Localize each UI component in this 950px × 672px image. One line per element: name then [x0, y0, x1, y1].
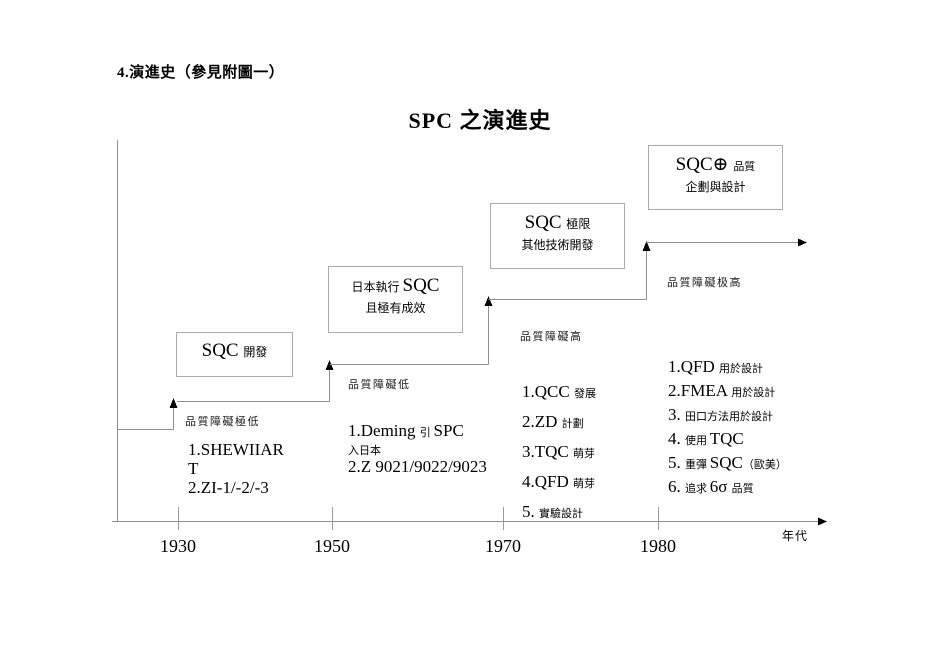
stage-1970-list: 1.QCC 發展 2.ZD 計劃 3.TQC 萌芽 4.QFD 萌芽 5. 實驗設計 — [522, 378, 596, 528]
barrier-label-1930: 品質障礙極低 — [185, 416, 260, 428]
text-line: 2.ZI-1/-2/-3 — [188, 478, 269, 497]
stage-1980-list: 1.QFD 用於設計 2.FMEA 用於設計 3. 田口方法用於設計 4. 使用 TQ… — [668, 356, 787, 500]
year-label-1950: 1950 — [314, 536, 350, 556]
year-label-1970: 1970 — [485, 536, 521, 556]
text-line: 1.Deming 引 SPC — [348, 421, 464, 440]
text-line: 3. 田口方法用於設計 — [668, 405, 773, 424]
text-line: 日本執行 SQC — [351, 275, 440, 296]
barrier-label-1970: 品質障礙高 — [520, 331, 583, 343]
axis-unit-label: 年代 — [782, 529, 809, 543]
barrier-label-1980: 品質障礙极高 — [667, 277, 742, 289]
text-line: T — [188, 459, 199, 478]
text-line: 5. 重彈 SQC（歐美） — [668, 453, 787, 472]
text-line: 6. 追求 6σ 品質 — [668, 477, 754, 496]
text-line: 2.Z 9021/9022/9023 — [348, 457, 487, 477]
text-line: 5. 實驗設計 — [522, 502, 583, 521]
text-line: 1.QCC 發展 — [522, 382, 596, 401]
text-line: 2.FMEA 用於設計 — [668, 381, 776, 400]
year-ticks — [178, 507, 659, 530]
box-sqc-limit: SQC 極限其他技術開發 — [490, 203, 625, 269]
text-line: 且極有成效 — [365, 300, 426, 315]
text-line: SQC 極限 — [524, 212, 591, 233]
up-arrowhead-icon — [642, 241, 651, 251]
box-sqc-development: SQC 開發 — [176, 332, 293, 377]
text-line: 其他技術開發 — [521, 237, 594, 252]
diagram-title: SPC 之演進史 — [408, 108, 552, 133]
box-sqc-plus-quality-planning: SQC⊕ 品質企劃與設計 — [648, 145, 783, 210]
x-axis-arrowhead-icon — [818, 517, 827, 526]
up-arrowhead-icon — [169, 398, 178, 408]
text-line: SQC 開發 — [201, 340, 268, 361]
text-line: 4. 使用 TQC — [668, 429, 744, 448]
text-line: 1.QFD 用於設計 — [668, 357, 764, 376]
barrier-label-1950: 品質障礙低 — [348, 379, 411, 391]
text-line: 入日本 — [348, 444, 381, 457]
text-line: SQC⊕ 品質 — [675, 154, 756, 175]
text-line: 2.ZD 計劃 — [522, 412, 584, 431]
year-label-1980: 1980 — [640, 536, 676, 556]
section-heading: 4.演進史（參見附圖一） — [117, 65, 285, 81]
text-line: 3.TQC 萌芽 — [522, 442, 595, 461]
up-arrowhead-icon — [484, 296, 493, 306]
text-line: 企劃與設計 — [685, 179, 746, 194]
year-label-1930: 1930 — [160, 536, 196, 556]
box-japan-executes-sqc: 日本執行 SQC 且極有成效 — [328, 266, 463, 333]
text-line: 1.SHEWIIAR — [188, 440, 284, 459]
right-arrowhead-icon — [798, 238, 807, 247]
text-line: 4.QFD 萌芽 — [522, 472, 596, 491]
